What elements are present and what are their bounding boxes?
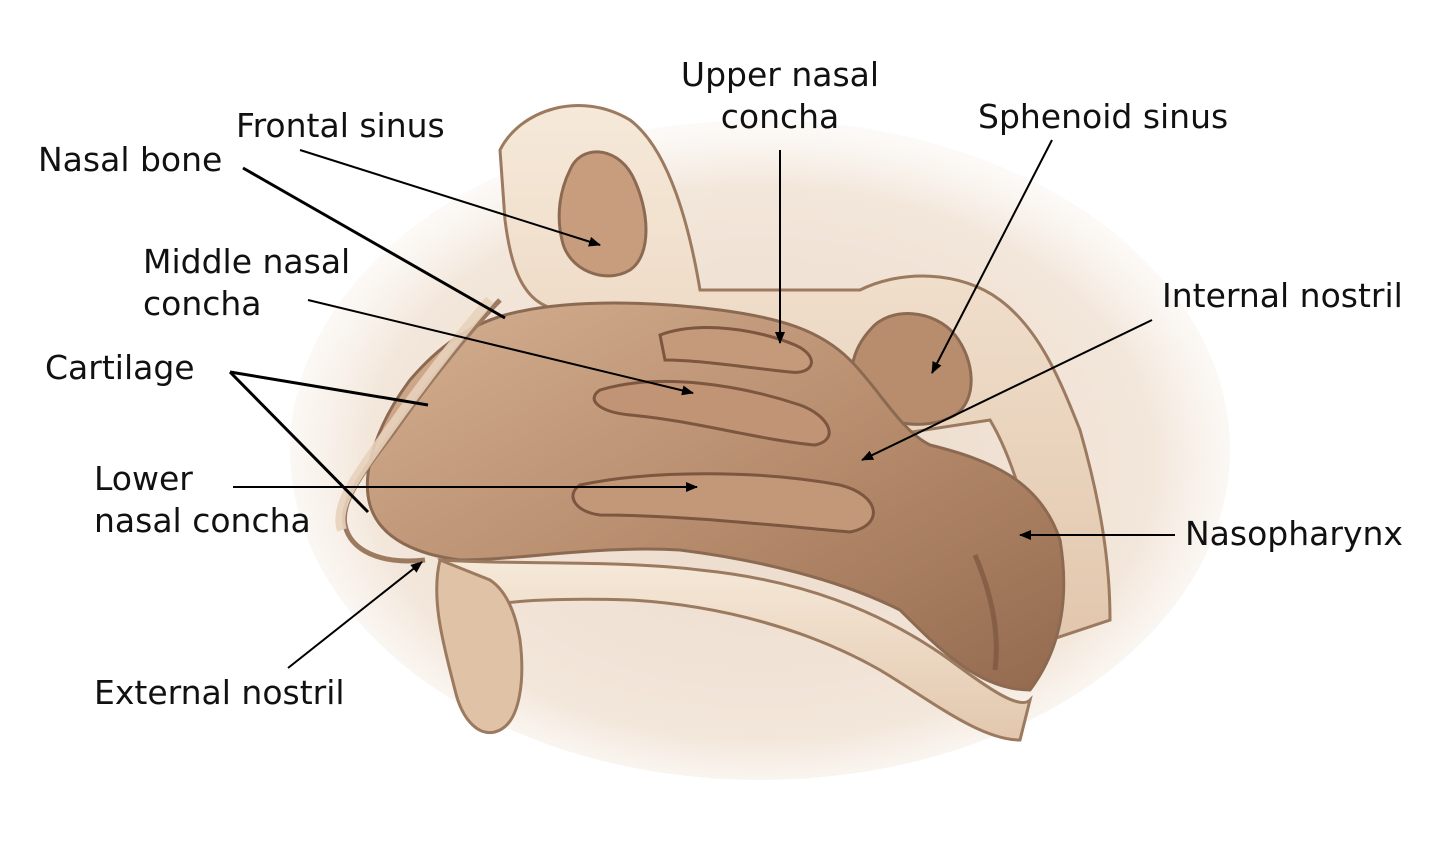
label-nasopharynx: Nasopharynx (1185, 514, 1403, 553)
palate-band (437, 558, 1033, 742)
label-external-nostril: External nostril (94, 673, 345, 712)
leader-frontal-sinus (299, 149, 601, 247)
leader-cartilage-upper (229, 370, 429, 407)
leader-lines (228, 139, 1175, 669)
lower-concha-shape (571, 472, 875, 534)
label-sphenoid-sinus: Sphenoid sinus (978, 97, 1229, 136)
label-upper-concha-line1: Upper nasal (680, 55, 880, 94)
label-lower-concha-line1: Lower (94, 459, 193, 498)
label-middle-concha-line1: Middle nasal (143, 242, 351, 281)
middle-concha-shape (592, 379, 831, 447)
label-middle-concha-line2: concha (143, 284, 262, 323)
leader-internal-nostril (861, 319, 1153, 461)
frontal-sinus-shape (557, 150, 648, 278)
upper-lip (435, 557, 524, 734)
label-nasal-bone: Nasal bone (38, 140, 223, 179)
upper-concha-shape (658, 326, 813, 374)
label-internal-nostril: Internal nostril (1162, 276, 1403, 315)
label-frontal-sinus: Frontal sinus (236, 106, 445, 145)
label-upper-concha-line2: concha (720, 97, 840, 136)
label-cartilage: Cartilage (45, 348, 195, 387)
leader-middle-concha (307, 299, 694, 396)
nose-skin (335, 296, 494, 532)
label-lower-concha-line2: nasal concha (94, 501, 311, 540)
leader-sphenoid-sinus (931, 139, 1053, 374)
leader-nasal-bone (242, 166, 506, 320)
nasopharynx-fold (972, 554, 999, 671)
leader-external-nostril (287, 561, 423, 669)
leader-cartilage-lower (228, 370, 370, 514)
